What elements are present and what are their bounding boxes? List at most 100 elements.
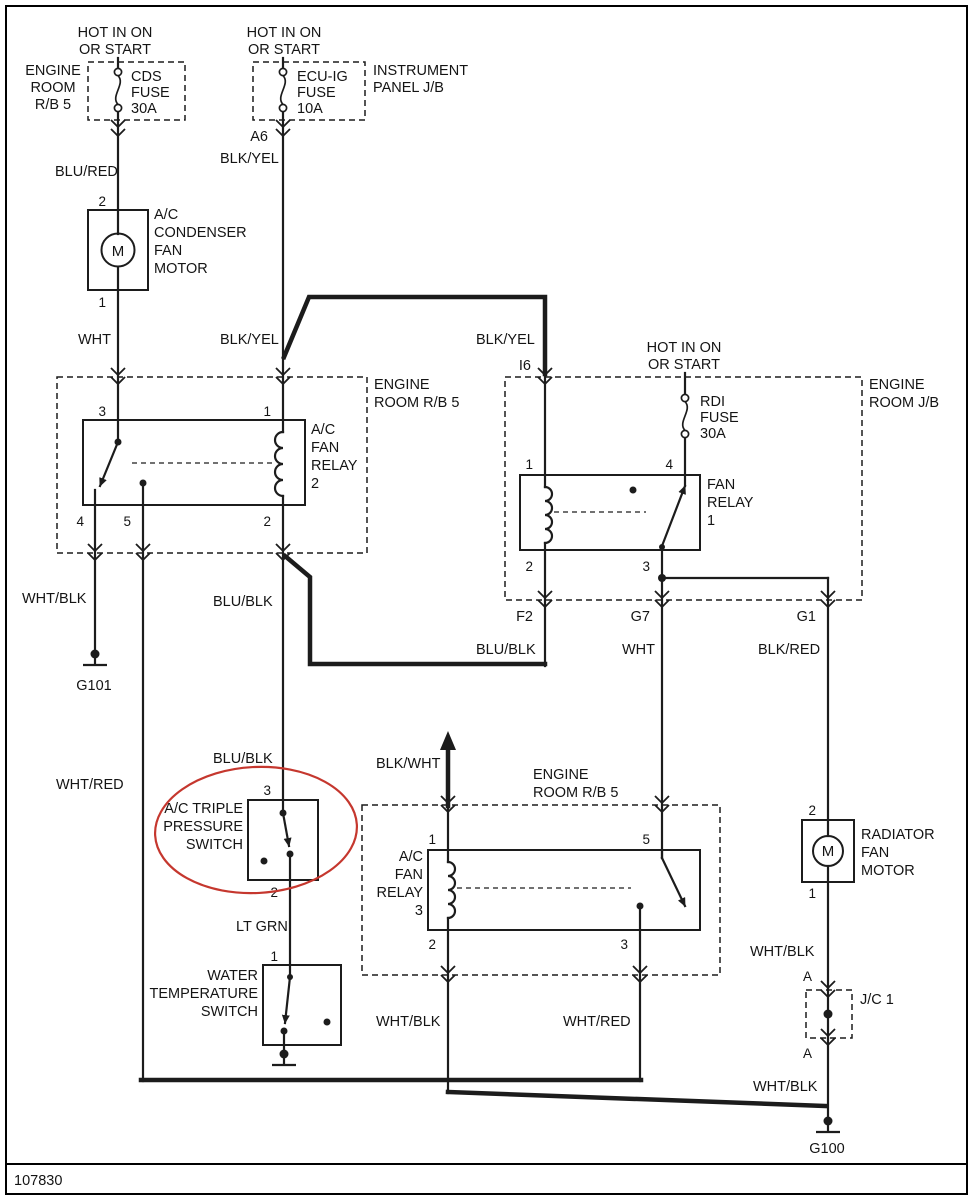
condenser-fan-motor: M 2 1 A/C CONDENSER FAN MOTOR: [87, 194, 247, 310]
relay2-pin-1: 1: [263, 404, 271, 419]
relay1-pin-3: 3: [642, 559, 650, 574]
grounds: G101 G100: [76, 648, 845, 1157]
relay3-pin-2: 2: [428, 937, 436, 952]
wire-label-wht-red-a: WHT/RED: [56, 777, 124, 793]
motor-m-label: M: [112, 243, 125, 260]
wire-label-wht-red-b: WHT/RED: [563, 1014, 631, 1030]
relay3-outline: [427, 849, 701, 931]
pressure-label-1: A/C TRIPLE: [164, 801, 243, 817]
relay3-label-1: A/C: [399, 849, 423, 865]
relay2-outline: [82, 419, 306, 506]
relay-coil-icon: [273, 430, 285, 498]
instrument-panel-label-2: PANEL J/B: [373, 80, 444, 96]
cds-fuse-box: [87, 61, 186, 121]
cds-fuse-rating: 30A: [131, 101, 157, 117]
rb5-box2-label-2: ROOM R/B 5: [533, 785, 618, 801]
relay-coil-icon: [543, 485, 554, 545]
relay3-label-4: 3: [415, 903, 423, 919]
junction-dot: [823, 1009, 833, 1019]
cds-hot-label-2: OR START: [79, 42, 151, 58]
wire-label-wht-blk-a: WHT/BLK: [22, 591, 87, 607]
fuse-icon: [278, 67, 288, 113]
wire-label-wht-b: WHT: [622, 642, 655, 658]
relay1-outline: [519, 474, 701, 551]
radiator-pin-bottom: 1: [808, 886, 816, 901]
relay3-pin-3: 3: [620, 937, 628, 952]
relay-coil-icon: [446, 860, 457, 920]
junction-dot: [658, 574, 666, 582]
rdi-fuse-name: RDI: [700, 394, 725, 410]
ecuig-fuse-circuit: HOT IN ON OR START ECU-IG FUSE 10A INSTR…: [247, 25, 469, 145]
relay2-label-3: RELAY: [311, 458, 358, 474]
pressure-label-2: PRESSURE: [163, 819, 243, 835]
relay2-pin-5: 5: [123, 514, 131, 529]
relay1-pin-1: 1: [525, 457, 533, 472]
dashed-boxes: [56, 61, 863, 1039]
rdi-fuse-rating: 30A: [700, 426, 726, 442]
radiator-fan-motor: M 2 1 RADIATOR FAN MOTOR: [801, 803, 935, 901]
ac-triple-pressure-switch: 3 2 A/C TRIPLE PRESSURE SWITCH: [163, 783, 319, 900]
water-label-2: TEMPERATURE: [150, 986, 259, 1002]
rdi-hot-label-2: OR START: [648, 357, 720, 373]
wire-label-wht-a: WHT: [78, 332, 111, 348]
relay1-pin-4: 4: [665, 457, 673, 472]
relay3-pin-1: 1: [428, 832, 436, 847]
relay1-label-3: 1: [707, 513, 715, 529]
fuse-icon: [113, 67, 123, 113]
radiator-pin-top: 2: [808, 803, 816, 818]
relay2-pin-3: 3: [98, 404, 106, 419]
fuse-icon: [680, 393, 690, 439]
rdi-fuse-type: FUSE: [700, 410, 739, 426]
up-arrow-icon: [440, 731, 456, 750]
jc1-pin-top: A: [803, 969, 812, 984]
ecuig-fuse-name: ECU-IG: [297, 69, 348, 85]
wire-label-blk-yel-b: BLK/YEL: [220, 332, 279, 348]
rb5-box-label-1: ENGINE: [374, 377, 430, 393]
condenser-pin-top: 2: [98, 194, 106, 209]
motor-m-label: M: [822, 843, 835, 860]
wire-label-blk-yel-c: BLK/YEL: [476, 332, 535, 348]
instrument-panel-label-1: INSTRUMENT: [373, 63, 468, 79]
engine-room-jb: HOT IN ON OR START RDI FUSE 30A 1 4 2 3 …: [516, 340, 939, 625]
ground-icon-g101: [81, 648, 109, 667]
wire-labels: BLU/RED BLK/YEL WHT BLK/YEL BLK/YEL WHT/…: [22, 151, 820, 1095]
pin-a6: A6: [250, 129, 268, 145]
condenser-label-2: CONDENSER: [154, 225, 247, 241]
rdi-hot-label-1: HOT IN ON: [647, 340, 722, 356]
relay-switch-arm: [660, 484, 687, 548]
ecuig-hot-label-2: OR START: [248, 42, 320, 58]
jc1-pin-bottom: A: [803, 1046, 812, 1061]
ac-fan-relay-2: 3 1 4 5 2 A/C FAN RELAY 2 ENGINE ROOM R/…: [76, 367, 459, 561]
page-frame: 107830: [5, 5, 968, 1195]
cds-jb-label-1: ENGINE: [25, 63, 81, 79]
relay-switch-arm: [98, 440, 120, 488]
page-border: [5, 5, 968, 1195]
pin-g1: G1: [797, 609, 816, 625]
cds-hot-label-1: HOT IN ON: [78, 25, 153, 41]
motor-icon: [100, 232, 136, 268]
g100-label: G100: [809, 1141, 844, 1157]
relay2-label-2: FAN: [311, 440, 339, 456]
switch-arm: [281, 975, 292, 1025]
wire-label-blu-red: BLU/RED: [55, 164, 118, 180]
wire-label-wht-blk-b: WHT/BLK: [376, 1014, 441, 1030]
radiator-label-3: MOTOR: [861, 863, 915, 879]
wire-label-blk-yel-a: BLK/YEL: [220, 151, 279, 167]
wire-label-blu-blk-c: BLU/BLK: [213, 751, 273, 767]
wire-label-blu-blk-b: BLU/BLK: [476, 642, 536, 658]
jc1-junction: A A J/C 1: [803, 969, 894, 1061]
water-switch-outline: [262, 964, 342, 1046]
relay2-pin-2: 2: [263, 514, 271, 529]
relay1-label-1: FAN: [707, 477, 735, 493]
relay3-label-2: FAN: [395, 867, 423, 883]
water-pin-top: 1: [270, 949, 278, 964]
rb5-box2-label-1: ENGINE: [533, 767, 589, 783]
jb-box-label-1: ENGINE: [869, 377, 925, 393]
wiring: [93, 56, 830, 1118]
relay3-label-3: RELAY: [377, 885, 424, 901]
cds-fuse-type: FUSE: [131, 85, 170, 101]
doc-number: 107830: [14, 1173, 62, 1189]
ground-icon-g100: [814, 1115, 842, 1134]
cds-fuse-name: CDS: [131, 69, 162, 85]
